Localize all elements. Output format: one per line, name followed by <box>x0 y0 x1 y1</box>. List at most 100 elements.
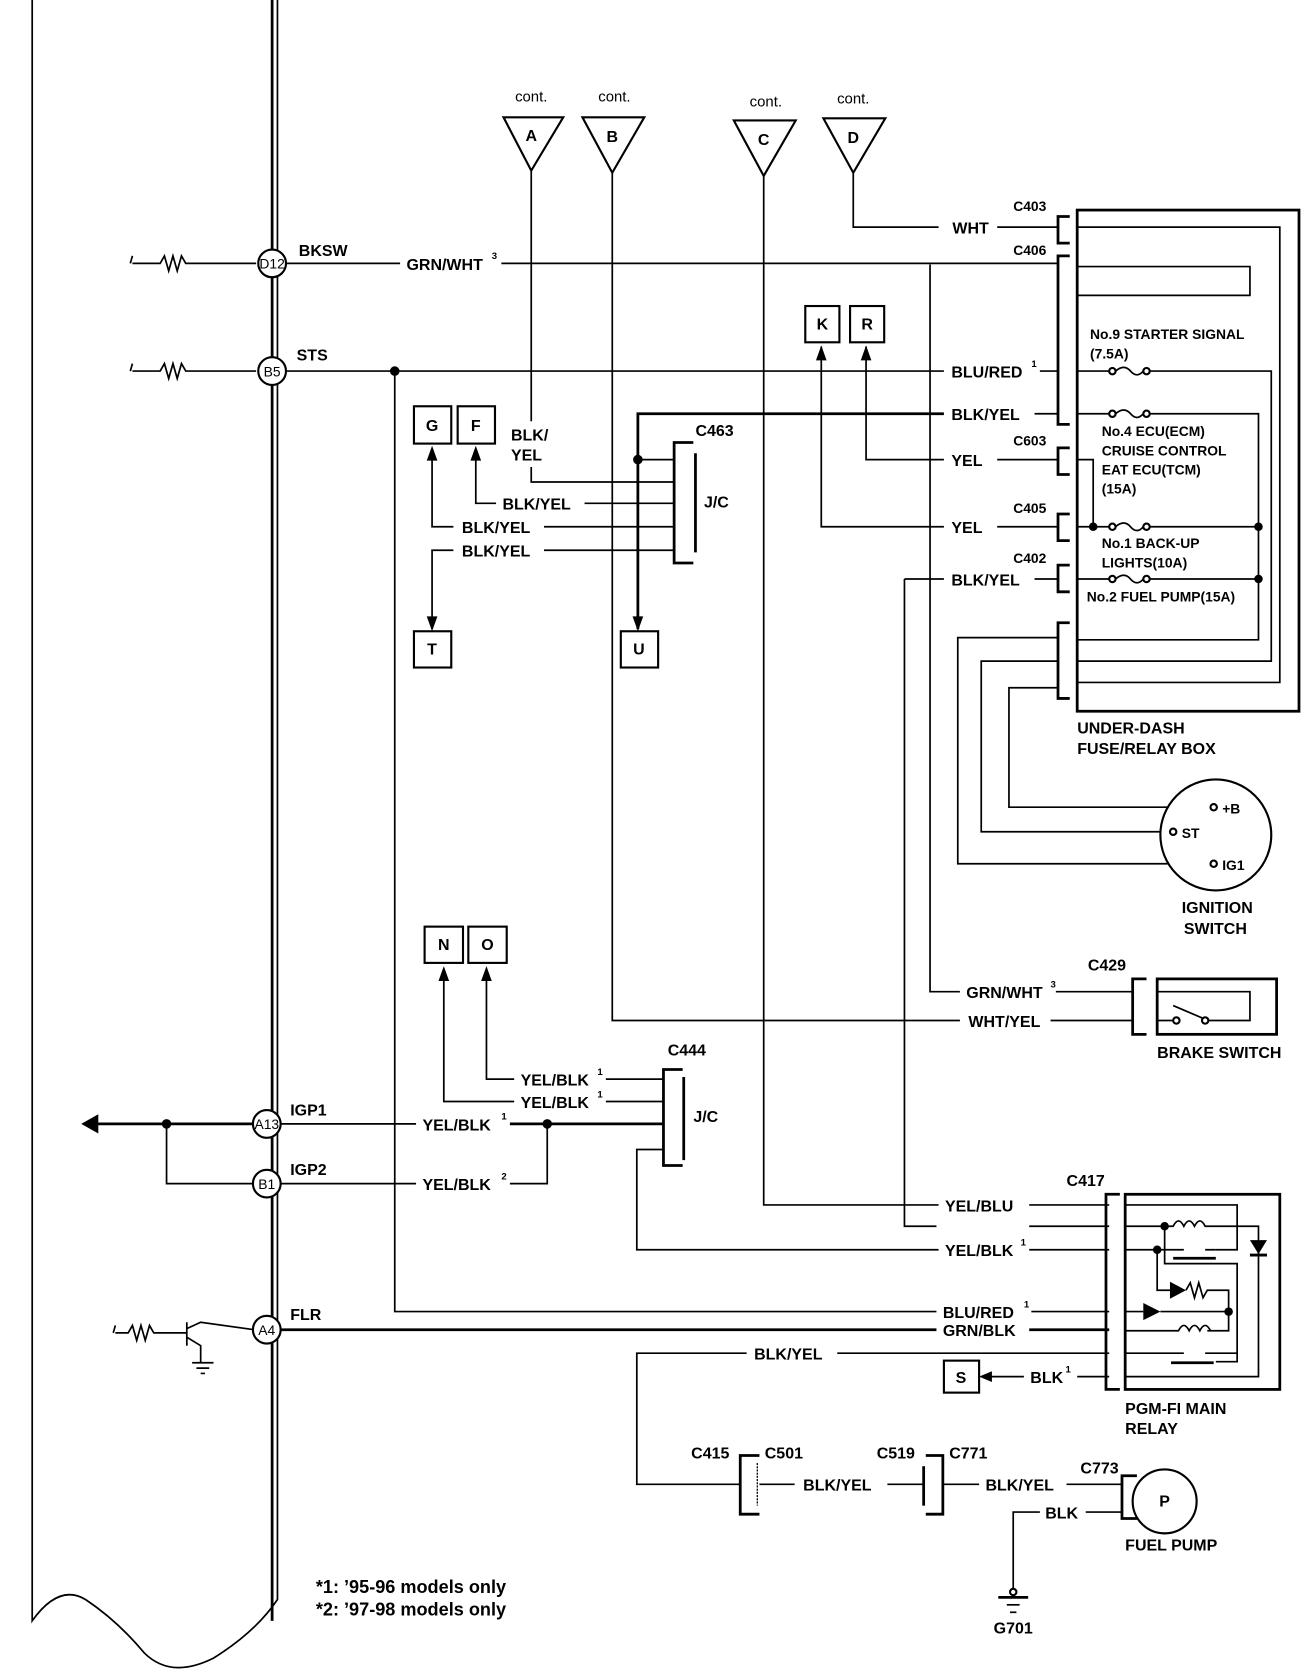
svg-text:C402: C402 <box>1013 550 1046 566</box>
arrow-down-icon <box>632 616 644 632</box>
arrow-left-icon <box>81 1114 99 1134</box>
diode-icon <box>1143 1303 1161 1321</box>
svg-text:GRN/WHT: GRN/WHT <box>406 257 483 274</box>
wire-blk-yel-t <box>431 549 675 630</box>
fuse-icon <box>1108 366 1151 376</box>
svg-text:A: A <box>525 128 537 145</box>
continuation-a: cont. A <box>501 88 566 173</box>
arrow-up-icon <box>481 966 492 982</box>
fuse-icon <box>1108 409 1151 419</box>
svg-text:B: B <box>607 129 619 146</box>
svg-text:D: D <box>847 130 859 147</box>
svg-text:D12: D12 <box>259 256 285 272</box>
svg-text:No.9 STARTER SIGNAL: No.9 STARTER SIGNAL <box>1090 326 1245 342</box>
svg-text:C415: C415 <box>691 1446 729 1463</box>
svg-text:GRN/BLK: GRN/BLK <box>943 1323 1016 1340</box>
svg-text:GRN/WHT: GRN/WHT <box>966 985 1043 1002</box>
svg-text:UNDER-DASH: UNDER-DASH <box>1077 721 1184 738</box>
ecm-pin-b5: B5 STS <box>257 347 328 387</box>
svg-text:C406: C406 <box>1013 242 1046 258</box>
wire-yel-blk-relay <box>635 1148 1110 1251</box>
svg-text:C463: C463 <box>695 423 733 440</box>
wire-blu-red-relay <box>393 371 1110 1313</box>
ecm-pin-b1: B1 IGP2 <box>251 1162 327 1199</box>
ref-box-t: T <box>412 630 453 669</box>
svg-text:YEL/BLK: YEL/BLK <box>945 1243 1014 1260</box>
svg-text:1: 1 <box>1065 1364 1071 1375</box>
svg-text:cont.: cont. <box>750 94 782 111</box>
continuation-b: cont. B <box>580 88 647 175</box>
svg-text:YEL/BLK: YEL/BLK <box>521 1073 590 1090</box>
svg-text:IG1: IG1 <box>1222 857 1245 873</box>
svg-text:BLK: BLK <box>1045 1505 1078 1522</box>
wire-blk-yel-f <box>474 453 675 505</box>
fuse-icon <box>1108 574 1151 584</box>
svg-text:J/C: J/C <box>704 495 729 512</box>
wire-yel-blk-n <box>442 973 664 1103</box>
svg-text:BLK/YEL: BLK/YEL <box>985 1478 1054 1495</box>
svg-text:BLK/YEL: BLK/YEL <box>502 497 571 514</box>
ref-box-r: R <box>849 304 886 344</box>
wire-wht-yel <box>611 172 1133 1022</box>
svg-text:C429: C429 <box>1088 957 1126 974</box>
svg-text:PGM-FI MAIN: PGM-FI MAIN <box>1125 1401 1226 1418</box>
signal-sts: STS <box>297 347 328 364</box>
ref-box-f: F <box>456 405 497 445</box>
svg-text:WHT: WHT <box>952 221 989 238</box>
svg-text:CRUISE CONTROL: CRUISE CONTROL <box>1102 442 1227 458</box>
svg-text:G: G <box>426 418 438 435</box>
continuation-d: cont. D <box>821 90 888 175</box>
wire-yel-k <box>820 346 1059 528</box>
svg-text:YEL/BLU: YEL/BLU <box>945 1198 1013 1215</box>
svg-text:BLK/YEL: BLK/YEL <box>951 407 1020 424</box>
fuel-pump: P C773 FUEL PUMP <box>1080 1461 1217 1555</box>
svg-text:+B: +B <box>1222 801 1240 817</box>
svg-text:FUEL PUMP: FUEL PUMP <box>1125 1537 1217 1554</box>
svg-text:A4: A4 <box>258 1322 275 1338</box>
wire-grn-wht-brake <box>929 264 1133 993</box>
svg-text:C: C <box>758 132 770 149</box>
wire-yel-r <box>865 346 1059 461</box>
svg-text:3: 3 <box>1051 979 1056 990</box>
svg-text:1: 1 <box>501 1112 507 1123</box>
signal-bksw: BKSW <box>299 243 349 260</box>
wire-blk-yel-pump <box>635 1352 1110 1486</box>
footnote-2: *2: ’97-98 models only <box>316 1599 506 1619</box>
arrow-down-icon <box>426 616 438 632</box>
fuse-icon <box>1108 522 1151 532</box>
ref-box-s: S <box>942 1359 981 1394</box>
svg-text:N: N <box>438 937 450 954</box>
signal-flr: FLR <box>290 1307 322 1324</box>
wire-blk-yel-feed <box>636 412 944 630</box>
brake-switch: C429 BRAKE SWITCH <box>1088 957 1282 1061</box>
ecm-outline <box>31 0 279 1669</box>
svg-text:F: F <box>471 418 481 435</box>
ref-box-u: U <box>619 630 660 669</box>
ref-box-o: O <box>467 925 508 964</box>
svg-text:YEL/BLK: YEL/BLK <box>521 1095 590 1112</box>
wire-yel-blk-o <box>485 973 664 1080</box>
svg-text:1: 1 <box>597 1067 603 1078</box>
svg-text:O: O <box>481 937 493 954</box>
svg-text:C501: C501 <box>765 1446 803 1463</box>
svg-text:BLU/RED: BLU/RED <box>943 1305 1014 1322</box>
svg-text:C773: C773 <box>1080 1461 1118 1478</box>
ecm-pin-a13: A13 IGP1 <box>251 1102 327 1139</box>
wire-blk-yel-a <box>530 170 675 483</box>
svg-text:EAT ECU(TCM): EAT ECU(TCM) <box>1102 462 1201 478</box>
svg-text:C771: C771 <box>949 1446 987 1463</box>
ignition-switch: +B ST IG1 IGNITION SWITCH <box>1159 778 1273 938</box>
resistor-icon <box>129 252 257 274</box>
svg-text:YEL/BLK: YEL/BLK <box>422 1117 491 1134</box>
svg-text:No.4 ECU(ECM): No.4 ECU(ECM) <box>1102 423 1205 439</box>
svg-text:1: 1 <box>1024 1299 1030 1310</box>
diode-icon <box>1249 1240 1268 1254</box>
svg-text:S: S <box>956 1370 967 1387</box>
junction-connector-c463: C463 J/C <box>672 423 734 565</box>
svg-text:3: 3 <box>492 251 497 262</box>
svg-text:B1: B1 <box>258 1176 275 1192</box>
svg-text:C405: C405 <box>1013 500 1046 516</box>
wire-yel-blu <box>762 175 1110 1206</box>
svg-text:cont.: cont. <box>837 90 869 107</box>
